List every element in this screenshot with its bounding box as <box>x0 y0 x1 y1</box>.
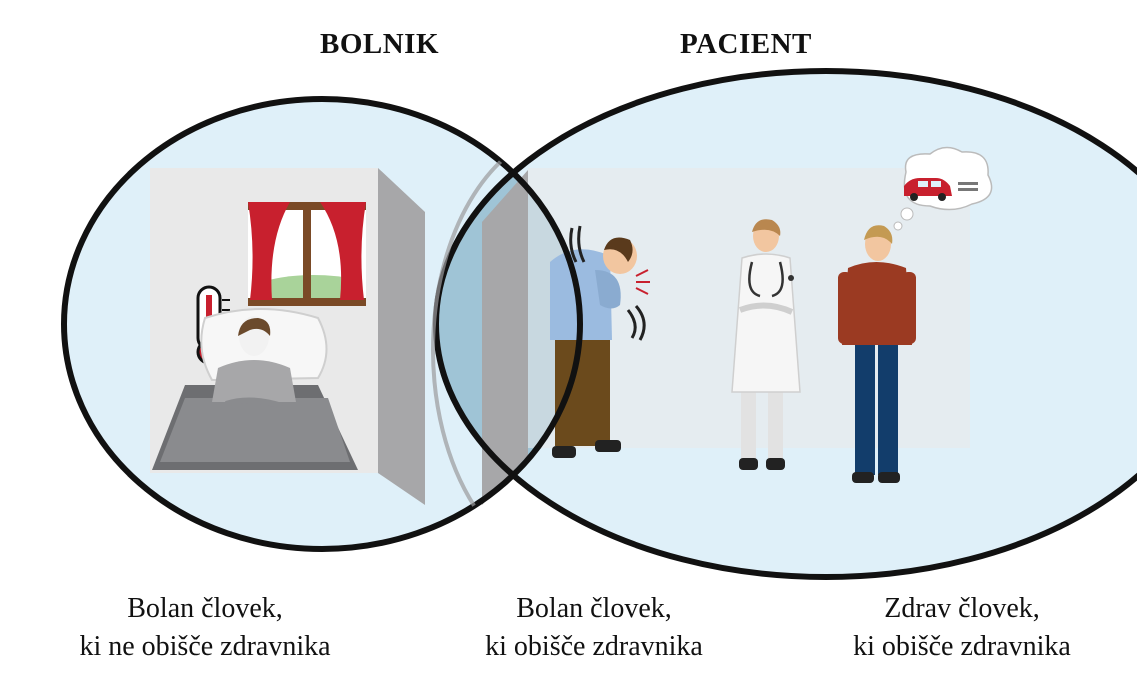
caption-right-line1: Zdrav človek, <box>884 593 1040 624</box>
bolnik-title: BOLNIK <box>320 28 440 60</box>
pacient-circle-outline <box>433 68 1137 580</box>
bolnik-circle-outline <box>61 96 583 552</box>
caption-middle: Bolan človek, ki obišče zdravnika <box>414 590 774 666</box>
stethoscope-icon <box>748 261 784 298</box>
caption-middle-line2: ki obišče zdravnika <box>485 631 703 662</box>
sick-man <box>212 316 296 409</box>
pacient-title: PACIENT <box>680 28 812 60</box>
caption-left-line2: ki ne obišče zdravnika <box>79 631 331 662</box>
curtain-left <box>248 202 290 300</box>
caption-left: Bolan človek, ki ne obišče zdravnika <box>25 590 385 666</box>
caption-middle-line1: Bolan človek, <box>516 593 672 624</box>
room-door-panel <box>378 168 425 505</box>
caption-left-line1: Bolan človek, <box>127 593 283 624</box>
caption-right: Zdrav človek, ki obišče zdravnika <box>782 590 1137 666</box>
sick-room-scene <box>150 168 425 505</box>
car-icon <box>904 178 952 201</box>
doctor <box>731 219 801 470</box>
curtain-right <box>320 202 366 300</box>
coughing-man <box>550 225 650 458</box>
thought-bubble <box>893 146 993 231</box>
window <box>248 202 366 306</box>
caption-right-line2: ki obišče zdravnika <box>853 631 1071 662</box>
doctor-office-scene <box>482 146 993 505</box>
office-door-panel <box>482 170 528 505</box>
healthy-man <box>838 225 916 483</box>
